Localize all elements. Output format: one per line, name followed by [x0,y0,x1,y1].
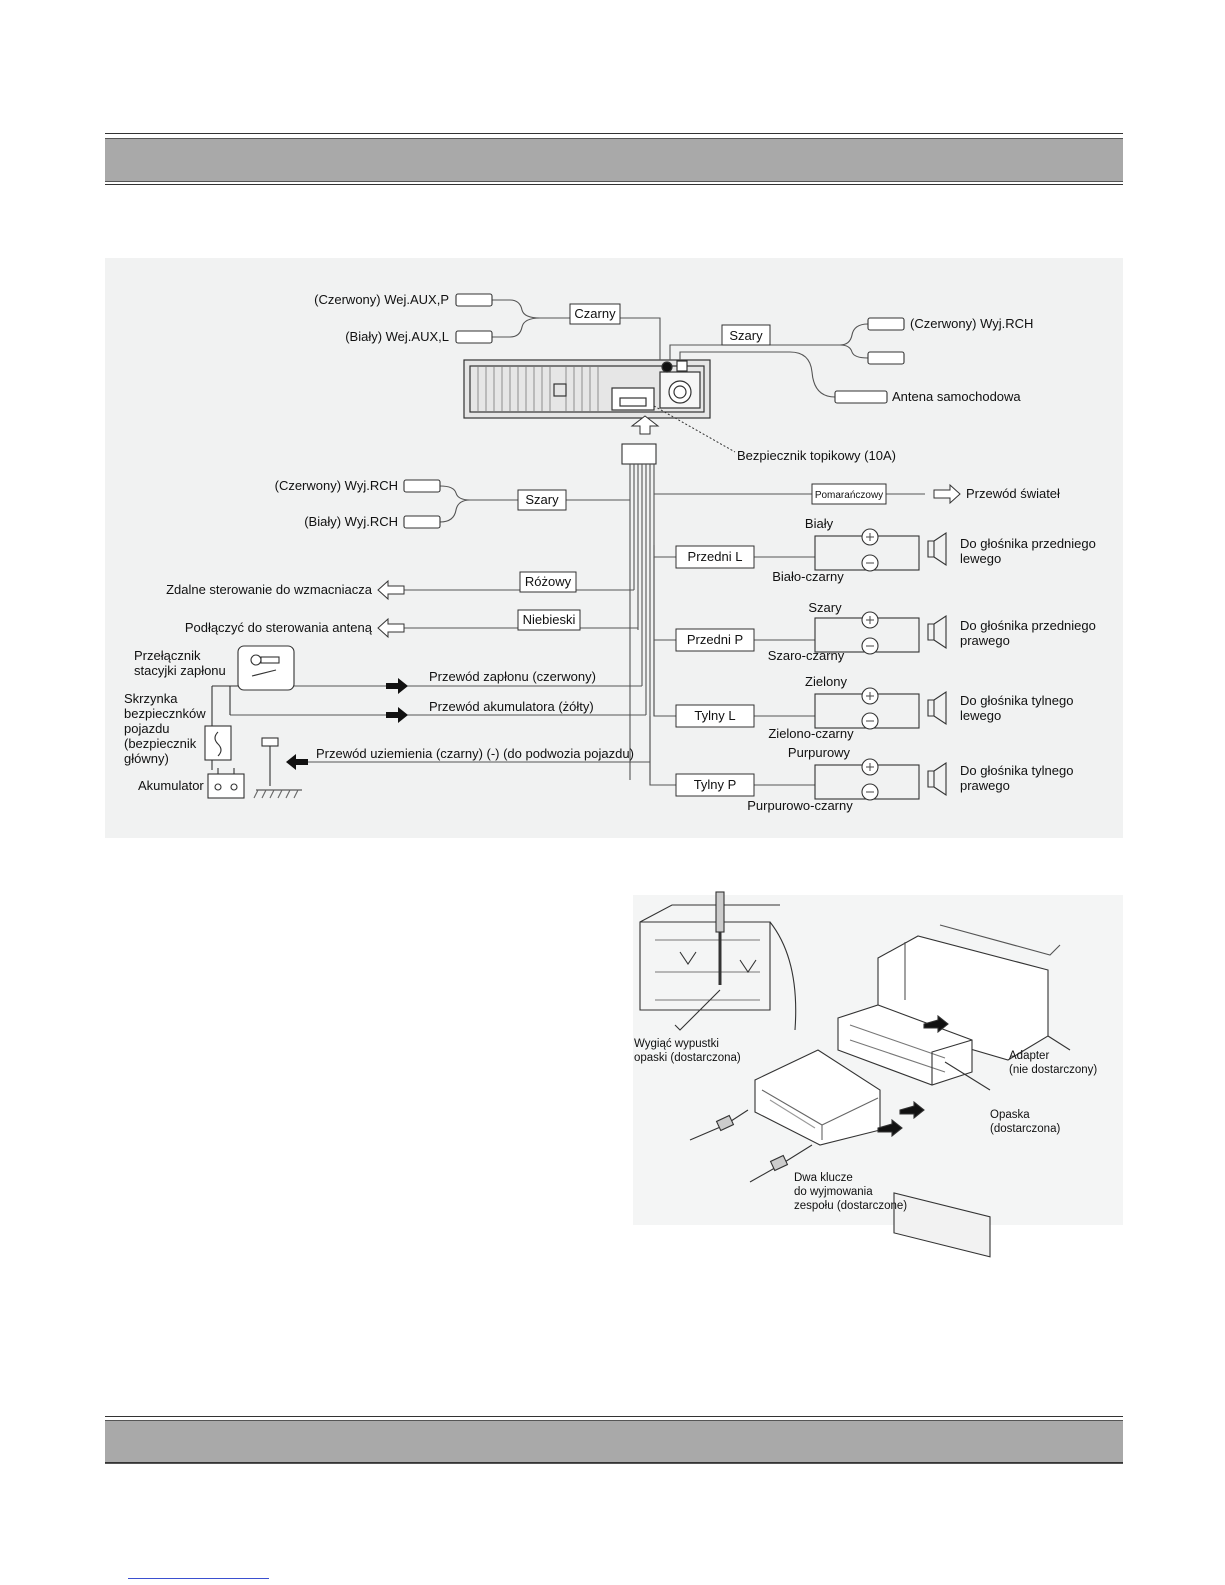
header-rule-bottom [105,184,1123,185]
aux-in-left-label: (Biały) Wej.AUX,L [345,329,449,344]
black-box-label: Czarny [574,306,616,321]
speaker-dest-label-1: Do głośnika tylnego [960,763,1073,778]
speaker-minus-label: Biało-czarny [772,569,844,584]
rca-plugs [403,293,905,529]
footer-rule-bottom [105,1462,1123,1463]
rch-out-red-label: (Czerwony) Wyj.RCH [275,478,398,493]
adapter-label-2: (nie dostarczony) [1009,1064,1097,1076]
blue-box-label: Niebieski [523,612,576,627]
speaker-dest-label-1: Do głośnika przedniego [960,618,1096,633]
radio-unit-illustration [754,1049,925,1146]
ignition-switch-label-1: Przełącznik [134,648,201,663]
sleeve-closeup-illustration [639,891,797,1031]
pink-box-label: Różowy [525,574,572,589]
head-unit-rear-panel [463,359,711,419]
battery-label: Akumulator [138,778,204,793]
gray-box-top-label: Szary [729,328,763,343]
wire-harness [230,299,925,786]
car-antenna-label: Antena samochodowa [892,389,1021,404]
header-band [105,138,1123,182]
removal-keys-label-3: zespołu (dostarczone) [794,1200,907,1212]
speaker-box-label: Tylny P [694,777,737,792]
rch-out-top-label: (Czerwony) Wyj.RCH [910,316,1033,331]
ignition-wire-label: Przewód zapłonu (czerwony) [429,669,596,684]
removal-keys-illustration [689,1109,813,1183]
speaker-plus-label: Zielony [805,674,847,689]
header-rule-top [105,133,1123,134]
fusebox-label-4: (bezpiecznik [124,736,197,751]
speaker-dest-label-2: lewego [960,551,1001,566]
orange-box-label: Pomarańczowy [815,490,883,501]
mounting-sleeve-illustration [837,1004,991,1091]
speaker-box-label: Przedni P [687,632,743,647]
remote-amp-label: Zdalne sterowanie do wzmacniacza [166,582,373,597]
sleeve-label-2: (dostarczona) [990,1123,1060,1135]
footer-band [105,1420,1123,1464]
speaker-minus-label: Purpurowo-czarny [747,798,853,813]
gray-box-mid-label: Szary [525,492,559,507]
speaker-dest-label-2: prawego [960,778,1010,793]
speaker-dest-label-1: Do głośnika przedniego [960,536,1096,551]
speaker-dest-label-2: prawego [960,633,1010,648]
speaker-plus-label: Szary [808,600,842,615]
bend-tabs-label-2: opaski (dostarczona) [634,1052,741,1064]
fusebox-label-3: pojazdu [124,721,170,736]
footer-rule-top [105,1416,1123,1417]
speaker-minus-label: Zielono-czarny [768,726,854,741]
sleeve-label-1: Opaska [990,1109,1030,1121]
rch-out-white-label: (Biały) Wyj.RCH [304,514,398,529]
bend-tabs-label-1: Wygiąć wypustki [634,1038,719,1050]
hollow-arrows [377,483,961,639]
speaker-minus-label: Szaro-czarny [768,648,845,663]
speaker-box-label: Tylny L [694,708,735,723]
installation-labels: Wygiąć wypustki opaski (dostarczona) Ada… [634,1038,1097,1212]
removal-keys-label-1: Dwa klucze [794,1172,853,1184]
fusebox-label-2: bezpiecznków [124,706,206,721]
ignition-and-battery-symbols [204,645,302,799]
battery-wire-label: Przewód akumulatora (żółty) [429,699,594,714]
wire-color-boxes [517,303,887,797]
speaker-dest-label-2: lewego [960,708,1001,723]
aux-in-right-label: (Czerwony) Wej.AUX,P [314,292,449,307]
ignition-switch-label-2: stacyjki zapłonu [134,663,226,678]
fusebox-label-1: Skrzynka [124,691,178,706]
speaker-plus-label: Biały [805,516,834,531]
light-wire-label: Przewód świateł [966,486,1060,501]
wiring-labels: (Czerwony) Wej.AUX,P (Biały) Wej.AUX,L C… [124,292,1096,813]
removal-keys-label-2: do wyjmowania [794,1186,873,1198]
ground-wire-label: Przewód uziemienia (czarny) (-) (do podw… [316,746,634,761]
fuse-pointer [630,405,736,453]
fuse-label: Bezpiecznik topikowy (10A) [737,448,896,463]
solid-arrows [286,678,408,770]
speaker-plus-label: Purpurowy [788,745,851,760]
speaker-symbols [814,528,947,801]
antenna-control-label: Podłączyć do sterowania anteną [185,620,373,635]
footer-link-underline[interactable] [128,1578,269,1579]
speaker-dest-label-1: Do głośnika tylnego [960,693,1073,708]
adapter-label-1: Adapter [1009,1050,1049,1062]
speaker-box-label: Przedni L [688,549,743,564]
fusebox-label-5: główny) [124,751,169,766]
